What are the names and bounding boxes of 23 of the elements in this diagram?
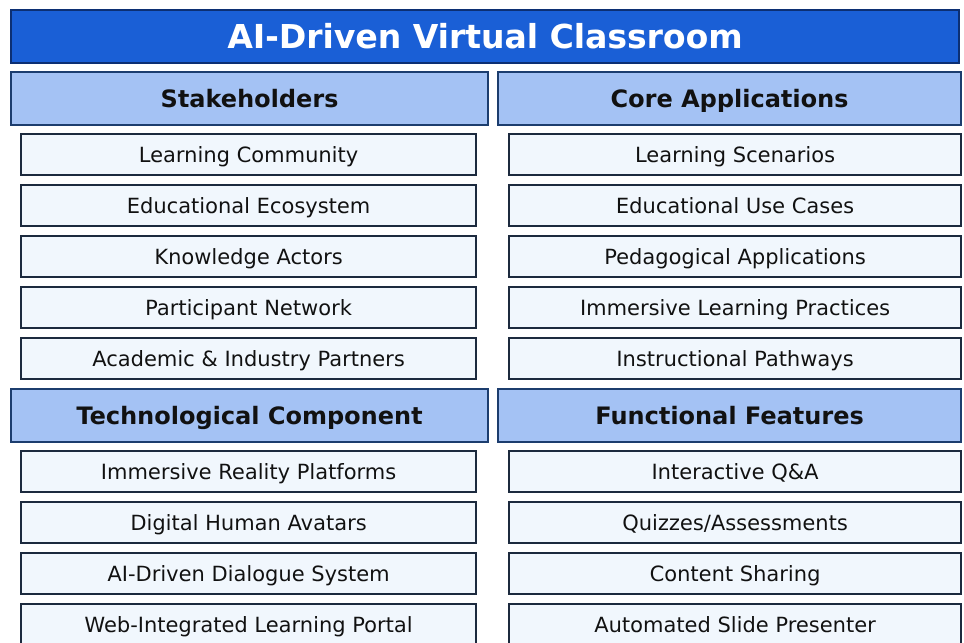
item-box: Pedagogical Applications [508,235,962,278]
item-box: Content Sharing [508,552,962,595]
item-box: Immersive Reality Platforms [20,450,477,493]
section-header: Functional Features [497,388,962,443]
item-box: Instructional Pathways [508,337,962,380]
title-banner: AI-Driven Virtual Classroom [10,9,960,64]
section-header: Stakeholders [10,71,489,126]
item-box: Quizzes/Assessments [508,501,962,544]
item-box: Knowledge Actors [20,235,477,278]
item-box: Interactive Q&A [508,450,962,493]
item-box: Web-Integrated Learning Portal [20,603,477,643]
item-box: Automated Slide Presenter [508,603,962,643]
item-box: Participant Network [20,286,477,329]
item-box: AI-Driven Dialogue System [20,552,477,595]
item-box: Academic & Industry Partners [20,337,477,380]
item-box: Digital Human Avatars [20,501,477,544]
item-box: Educational Ecosystem [20,184,477,227]
item-box: Learning Community [20,133,477,176]
section-header: Core Applications [497,71,962,126]
item-box: Learning Scenarios [508,133,962,176]
item-box: Educational Use Cases [508,184,962,227]
section-header: Technological Component [10,388,489,443]
item-box: Immersive Learning Practices [508,286,962,329]
